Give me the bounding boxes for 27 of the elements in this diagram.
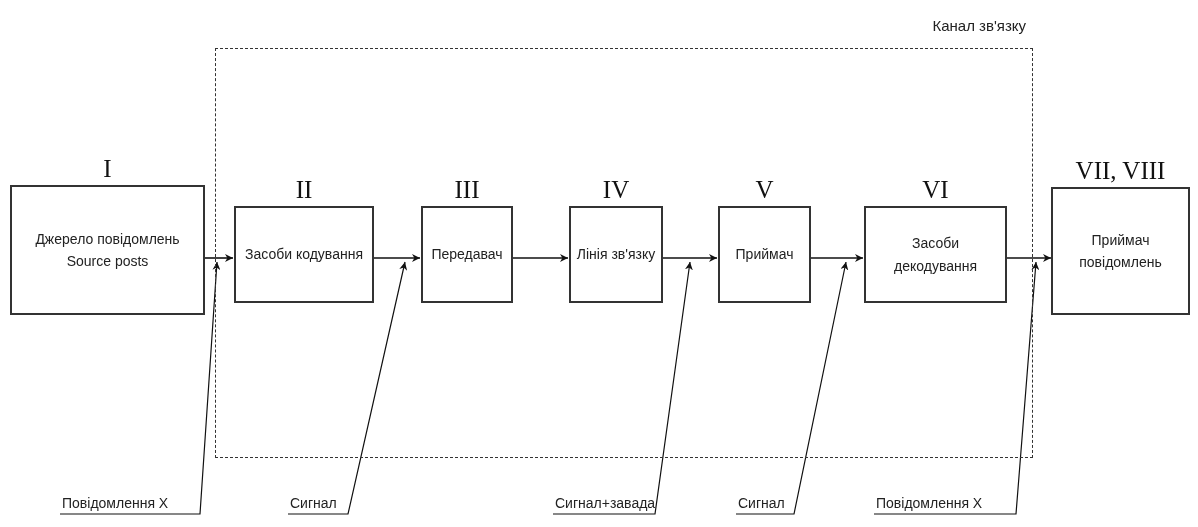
box-text: Приймач <box>735 245 794 265</box>
stage-number: V <box>755 177 774 202</box>
box-text: Передавач <box>431 245 503 265</box>
box-text: Джерело повідомлень <box>35 229 180 249</box>
signal-label: Сигнал <box>736 484 794 514</box>
signal-label: Повідомлення X <box>874 484 1016 514</box>
leader-arrow <box>552 261 693 515</box>
stage-number: II <box>295 177 313 202</box>
leader-arrow <box>873 261 1040 515</box>
box-text: Приймач повідомлень <box>1078 230 1163 272</box>
leader-arrow <box>735 261 849 515</box>
arrow <box>204 254 234 262</box>
leader-arrow <box>59 261 221 515</box>
box-text: Source posts <box>66 252 149 271</box>
signal-label: Сигнал <box>288 484 348 514</box>
signal-label: Повідомлення X <box>60 484 200 514</box>
stage-number: VI <box>922 177 949 202</box>
frame-title: Канал зв'язку <box>932 15 1026 36</box>
signal-label: Сигнал+завада <box>553 484 655 514</box>
stage-number: I <box>103 156 112 181</box>
box-text: Засоби декодування <box>893 234 978 276</box>
stage-number: III <box>454 177 480 202</box>
stage-number: VII, VIII <box>1075 158 1166 183</box>
box-text: Засоби кодування <box>245 245 363 265</box>
box-text: Лінія зв'язку <box>576 245 656 265</box>
leader-arrow <box>287 261 408 515</box>
stage-number: IV <box>602 177 630 202</box>
